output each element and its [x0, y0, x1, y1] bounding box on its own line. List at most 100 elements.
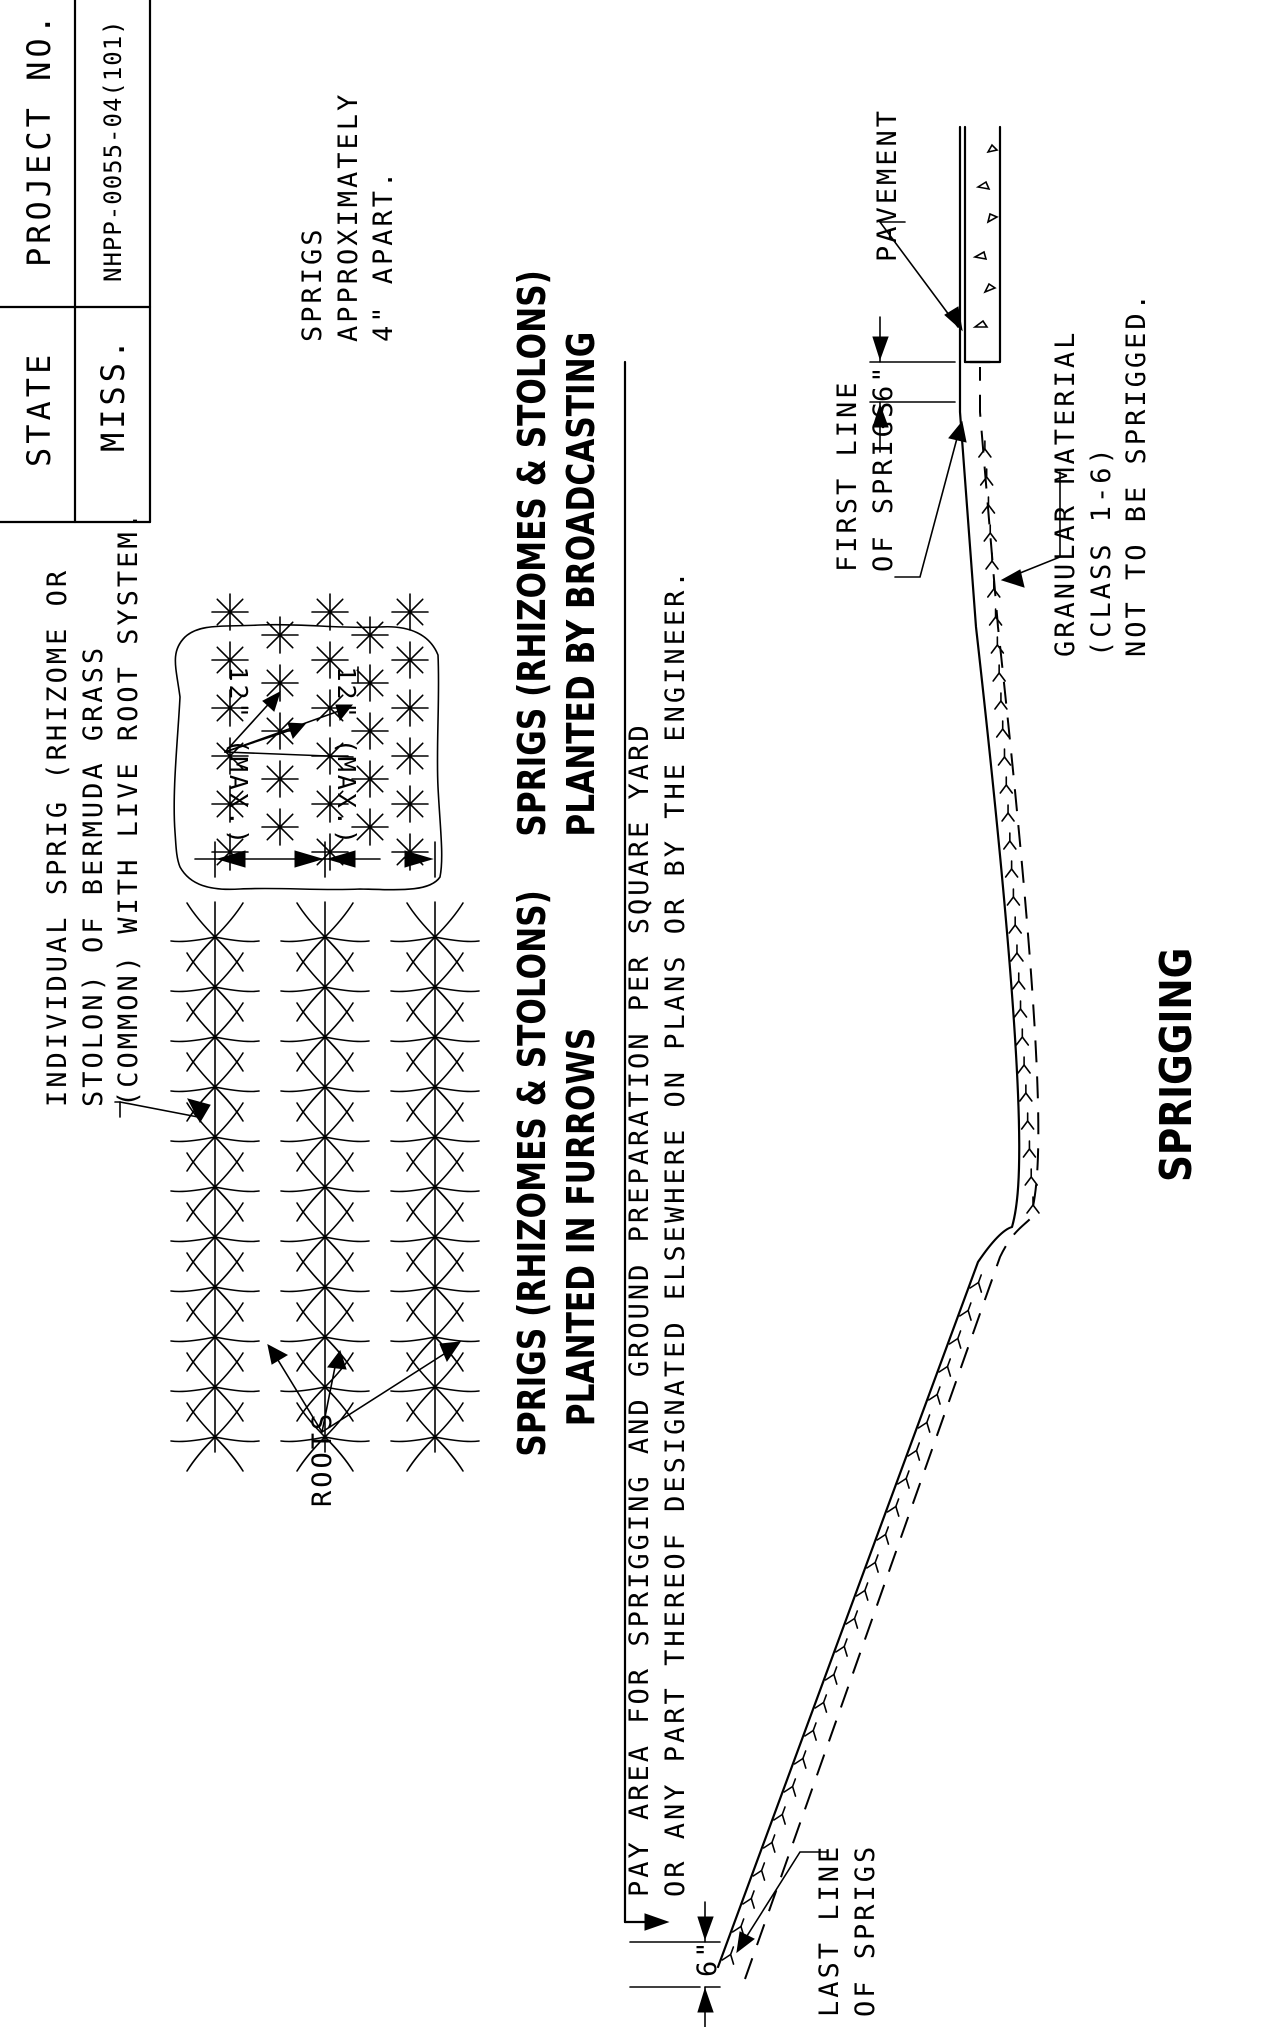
broadcast-sprig — [391, 689, 429, 727]
broadcast-sprig — [211, 785, 249, 823]
furrows-heading: SPRIGS (RHIZOMES & STOLONS) PLANTED IN F… — [510, 890, 604, 1457]
slope-sprig — [1015, 1028, 1030, 1046]
broadcast-sprig — [351, 616, 389, 654]
slope-sprig — [1008, 916, 1022, 934]
slope-sprig — [866, 1554, 879, 1573]
broadcast-leaders — [224, 666, 359, 758]
section-leaders — [629, 221, 1061, 2027]
furrow-sprig — [390, 952, 480, 1022]
furrow-sprig — [390, 1052, 480, 1122]
slope-sprig — [773, 1806, 786, 1825]
furrow-sprig — [170, 1302, 260, 1372]
slope-section — [716, 125, 1040, 1980]
sprigs-along-slope — [721, 440, 1040, 1965]
slope-sprig — [1019, 1084, 1033, 1102]
furrow-sprig — [390, 1402, 480, 1472]
broadcast-sprig — [261, 664, 299, 702]
broadcast-area — [173, 623, 443, 891]
slope-sprig — [1013, 1000, 1028, 1018]
slope-sprig — [814, 1694, 828, 1713]
broadcast-sprigs — [211, 593, 429, 871]
broadcast-sprig — [351, 808, 389, 846]
slope-sprig — [1020, 1112, 1035, 1130]
slope-sprig — [824, 1666, 838, 1685]
slope-sprig — [845, 1610, 859, 1629]
broadcast-sprig — [311, 641, 349, 679]
furrow-sprig — [280, 1002, 370, 1072]
broadcast-sprig — [351, 760, 389, 798]
furrow-sprig — [390, 1352, 480, 1422]
sprig-callout: INDIVIDUAL SPRIG (RHIZOME OR STOLON) OF … — [42, 510, 145, 1107]
broadcast-sprig — [211, 689, 249, 727]
broadcast-sprig — [311, 593, 349, 631]
furrow-sprig — [280, 952, 370, 1022]
furrow-sprig — [170, 1152, 260, 1222]
slope-sprig — [997, 748, 1012, 766]
furrow-sprig — [390, 1102, 480, 1172]
slope-sprig — [886, 1498, 900, 1517]
slope-sprig — [986, 580, 1001, 598]
furrow-sprig — [280, 1052, 370, 1122]
slope-sprig — [999, 776, 1014, 794]
furrow-sprig — [280, 1252, 370, 1322]
slope-sprig — [783, 1778, 797, 1797]
furrow-sprig — [280, 1402, 370, 1472]
slope-sprig — [981, 496, 996, 514]
broadcast-sprig — [391, 737, 429, 775]
slope-sprig — [995, 720, 1010, 738]
furrow-sprig — [280, 1152, 370, 1222]
broadcast-sprig — [311, 785, 349, 823]
slope-sprig — [938, 1358, 952, 1377]
slope-sprig — [990, 636, 1005, 654]
furrow-sprig — [170, 952, 260, 1022]
pay-area-note: PAY AREA FOR SPRIGGING AND GROUND PREPAR… — [624, 568, 691, 1897]
broadcast-sprig — [391, 833, 429, 871]
furrow-sprig — [280, 1202, 370, 1272]
furrow-leaders — [114, 841, 462, 1433]
slope-sprig — [1017, 1056, 1031, 1074]
slope-sprig — [1026, 1196, 1040, 1214]
broadcast-sprig — [261, 760, 299, 798]
slope-sprig — [978, 440, 992, 458]
slope-sprig — [917, 1414, 931, 1433]
furrow-sprig — [390, 1002, 480, 1072]
slope-sprig — [992, 664, 1006, 682]
broadcast-heading: SPRIGS (RHIZOMES & STOLONS) PLANTED BY B… — [510, 270, 604, 837]
slope-sprig — [897, 1470, 910, 1489]
broadcast-callout: SPRIGS APPROXIMATELY 4" APART. — [297, 91, 400, 342]
broadcast-sprig — [351, 664, 389, 702]
broadcast-sprig — [211, 641, 249, 679]
slope-sprig — [1010, 944, 1024, 962]
slope-sprig — [907, 1442, 921, 1461]
slope-sprig — [876, 1526, 890, 1545]
broadcast-sprig — [211, 833, 249, 871]
slope-sprig — [983, 524, 998, 542]
slope-sprig — [1006, 888, 1021, 906]
furrow-sprig — [170, 1102, 260, 1172]
broadcast-sprig — [351, 712, 389, 750]
pavement-label: PAVEMENT — [872, 107, 903, 262]
furrow-sprig — [390, 1202, 480, 1272]
slope-sprig — [969, 1274, 983, 1293]
title-block-state-label: STATE — [20, 350, 58, 467]
slope-sprig — [742, 1890, 755, 1909]
broadcast-sprig — [261, 808, 299, 846]
slope-sprig — [979, 468, 994, 486]
slope-sprig — [835, 1638, 848, 1657]
furrow-sprig — [390, 902, 480, 972]
broadcast-sprig — [211, 593, 249, 631]
slope-sprig — [985, 552, 999, 570]
furrow-sprig — [170, 1352, 260, 1422]
furrow-sprig — [170, 1402, 260, 1472]
dim-bottom-label: 6" — [692, 1938, 723, 1977]
furrow-sprig — [280, 1102, 370, 1172]
slope-sprig — [1003, 832, 1017, 850]
pay-area-lines — [623, 360, 670, 1931]
spacing-label-2: 12" (MAX.) — [332, 666, 361, 847]
furrow-sprig — [390, 1152, 480, 1222]
furrow-sprig — [170, 1002, 260, 1072]
slope-sprig — [804, 1722, 817, 1741]
